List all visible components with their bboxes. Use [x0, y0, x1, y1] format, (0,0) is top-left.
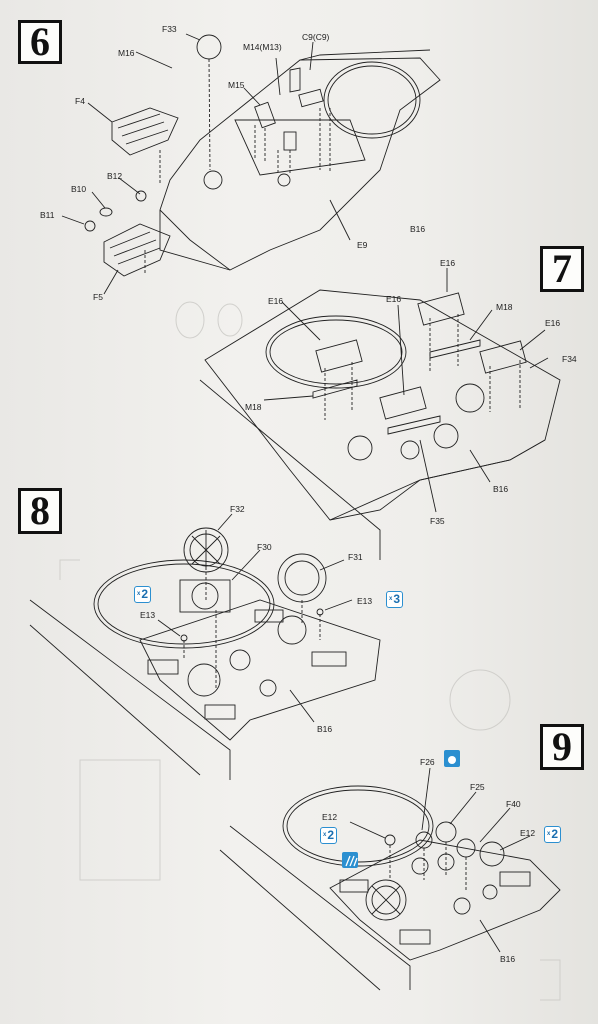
part-label-e13: E13 [357, 596, 373, 606]
part-label-e12: E12 [322, 812, 338, 822]
part-label-b16: B16 [500, 954, 516, 964]
part-label-f4: F4 [75, 96, 85, 106]
part-label-f40: F40 [506, 799, 521, 809]
part-label-e9: E9 [357, 240, 368, 250]
part-label-b16: B16 [410, 224, 426, 234]
part-label-m14: M14(M13) [243, 42, 282, 52]
part-label-e16: E16 [440, 258, 456, 268]
part-label-b16: B16 [493, 484, 509, 494]
step9-hull-drawing [219, 767, 561, 991]
part-label-e12: E12 [520, 828, 536, 838]
step8-hull-drawing [29, 513, 381, 780]
ghost-print [59, 301, 561, 1001]
part-label-b10: B10 [71, 184, 87, 194]
part-label-f30: F30 [257, 542, 272, 552]
step6-hull-drawing [61, 33, 441, 295]
part-label-b16: B16 [317, 724, 333, 734]
part-label-e16: E16 [386, 294, 402, 304]
part-label-f35: F35 [430, 516, 445, 526]
part-label-f31: F31 [348, 552, 363, 562]
part-label-f34: F34 [562, 354, 577, 364]
part-label-e16: E16 [545, 318, 561, 328]
part-label-e13: E13 [140, 610, 156, 620]
part-label-f25: F25 [470, 782, 485, 792]
cement-glue-icon [342, 852, 358, 868]
step7-hull-drawing [199, 268, 561, 560]
part-label-f33: F33 [162, 24, 177, 34]
part-label-f32: F32 [230, 504, 245, 514]
paint-drop-icon [444, 750, 460, 767]
step9-icons [342, 750, 460, 868]
part-label-f26: F26 [420, 757, 435, 767]
part-label-m18: M18 [496, 302, 513, 312]
step-7-number: 7 [540, 246, 584, 292]
step-6-number: 6 [18, 20, 62, 64]
part-label-b11: B11 [40, 210, 55, 220]
part-label-e16: E16 [268, 296, 284, 306]
part-label-f5: F5 [93, 292, 103, 302]
part-label-b12: B12 [107, 171, 123, 181]
part-label-m18: M18 [245, 402, 262, 412]
part-label-m16: M16 [118, 48, 135, 58]
step-9-number: 9 [540, 724, 584, 770]
part-label-c9: C9(C9) [302, 32, 330, 42]
part-label-m15: M15 [228, 80, 245, 90]
step-8-number: 8 [18, 488, 62, 534]
